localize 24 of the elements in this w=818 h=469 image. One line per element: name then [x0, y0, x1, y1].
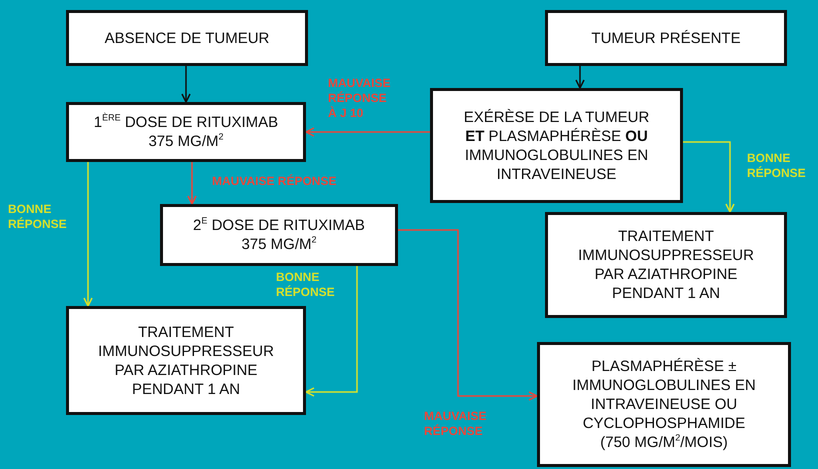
box-text: PLASMAPHÉRÈSE ± IMMUNOGLOBULINES EN INTRAVEINEUSE OU CYCLOPHOSPHAMIDE (750 MG/M$^{2}$/MOIS): [571, 357, 757, 452]
box-text: TRAITEMENT IMMUNOSUPPRESSEUR PAR AZIATHROPINE PENDANT 1 AN: [577, 227, 755, 303]
arrow: [83, 162, 93, 307]
arrow: [181, 66, 191, 103]
process-box: [66, 306, 306, 415]
box-text: EXÉRÈSE DE LA TUMEUR ET PLASMAPHÉRÈSE OU IMMUNOGLOBULINES EN INTRAVEINEUSE: [462, 108, 650, 184]
box-text: 1$^{ÈRE}$ DOSE DE RITUXIMAB 375 MG/M$^{2}$: [93, 113, 279, 151]
box-text: 2$^{E}$ DOSE DE RITUXIMAB 375 MG/M$^{2}$: [192, 216, 366, 254]
process-box: [160, 204, 398, 266]
arrow: [398, 229, 538, 401]
box-text: ABSENCE DE TUMEUR: [104, 28, 270, 48]
arrow: [683, 141, 735, 213]
arrow: [305, 266, 358, 397]
arrow: [187, 162, 197, 205]
process-box: [66, 10, 308, 66]
box-text: TRAITEMENT IMMUNOSUPPRESSEUR PAR AZIATHROPINE PENDANT 1 AN: [97, 322, 275, 398]
process-box: [430, 88, 683, 203]
process-box: [545, 10, 787, 66]
box-text: TUMEUR PRÉSENTE: [591, 28, 741, 48]
process-box: [537, 342, 791, 467]
arrow: [575, 66, 585, 89]
process-box: [545, 212, 787, 318]
arrow: [305, 127, 430, 137]
process-box: [66, 102, 306, 162]
